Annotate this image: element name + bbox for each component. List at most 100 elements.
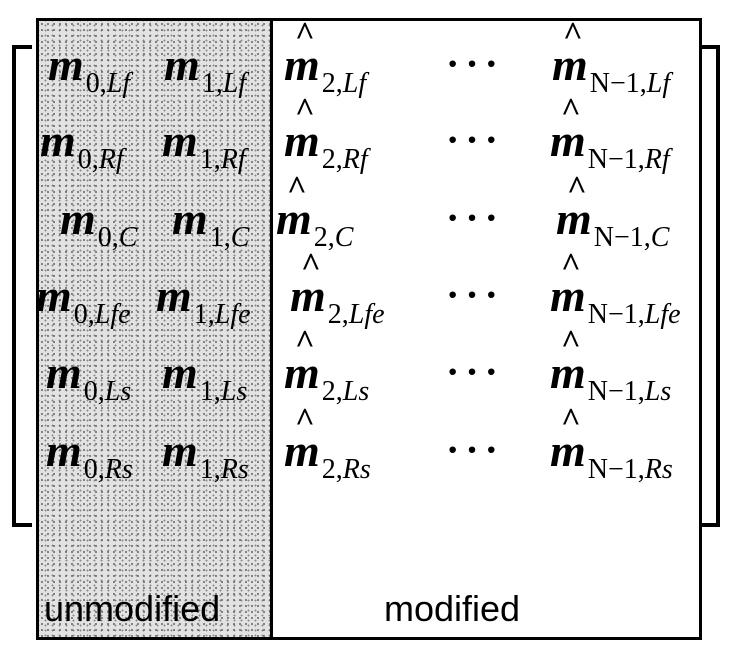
ellipsis-icon: ··· [446,41,505,86]
subscript-channel: Ls [342,376,370,407]
entry-symbol: m [162,425,198,476]
matrix-entry-c2-lfe: m^2,Lfe [290,247,385,329]
entry-subscript: 0,Rs [84,454,133,485]
subscript-index: 1, [193,299,215,330]
entry-symbol: m [156,270,192,321]
entry-symbol: m [162,115,198,166]
subscript-index: N−1, [587,144,645,175]
matrix-entry-cN-ls: m^N−1,Ls [550,324,671,406]
entry-symbol: m [162,347,198,398]
entry-symbol: m^ [550,92,586,166]
subscript-channel: Rf [342,144,368,175]
subscript-channel: Lf [222,68,247,99]
matrix-entry-cN-rs: m^N−1,Rs [550,404,673,484]
ellipsis-icon: ··· [446,272,505,317]
matrix-entry-c1-rf: m1,Rf [162,115,246,174]
hat-accent-icon: ^ [560,402,581,439]
subscript-channel: C [230,222,250,253]
subscript-index: 2, [313,222,335,253]
hat-accent-icon: ^ [294,324,315,361]
matrix-entry-c1-lfe: m1,Lfe [156,270,251,329]
left-matrix-bracket [12,45,32,527]
entry-subscript: 1,Rs [200,454,249,485]
entry-subscript: N−1,Rf [588,144,670,175]
ellipsis-icon: ··· [446,427,505,472]
hat-accent-icon: ^ [560,324,581,361]
entry-subscript: 2,Rf [322,144,368,175]
subscript-channel: Rf [220,144,246,175]
hat-accent-icon: ^ [560,247,581,284]
entry-subscript: 0,Ls [84,376,131,407]
entry-symbol: m^ [276,170,312,244]
entry-symbol: m^ [284,92,320,166]
hat-accent-icon: ^ [286,170,307,207]
subscript-index: 1, [199,144,221,175]
entry-subscript: 1,Lf [202,68,246,99]
entry-symbol: m [172,193,208,244]
entry-symbol: m [46,425,82,476]
entry-symbol: m [60,193,96,244]
subscript-channel: Lfe [644,299,681,330]
matrix-entry-c2-lf: m^2,Lf [284,16,366,98]
entry-symbol: m^ [552,16,588,90]
entry-subscript: N−1,Lfe [588,299,681,330]
entry-subscript: 0,C [98,222,138,253]
subscript-channel: Ls [220,376,248,407]
subscript-channel: Rf [98,144,124,175]
subscript-index: N−1, [587,376,645,407]
subscript-channel: Lf [106,68,131,99]
subscript-channel: Rs [342,454,371,485]
matrix-entry-cN-c: m^N−1,C [556,170,669,252]
subscript-index: N−1, [589,68,647,99]
subscript-index: 2, [327,299,349,330]
entry-symbol: m^ [556,170,592,244]
entry-subscript: N−1,C [594,222,670,253]
entry-symbol: m^ [550,247,586,321]
entry-symbol: m^ [284,402,320,476]
matrix-entry-c2-c: m^2,C [276,170,353,252]
entry-subscript: 0,Lf [86,68,130,99]
subscript-index: N−1, [593,222,651,253]
subscript-channel: Rs [104,454,133,485]
matrix-entry-cN-lf: m^N−1,Lf [552,16,670,98]
hat-accent-icon: ^ [294,16,315,53]
subscript-index: 1, [209,222,231,253]
subscript-index: 0, [73,299,95,330]
entry-symbol: m [40,115,76,166]
ellipsis-icon: ··· [446,195,505,240]
subscript-index: N−1, [587,299,645,330]
entry-subscript: 1,Lfe [194,299,251,330]
entry-subscript: 2,C [314,222,354,253]
matrix-entry-c0-lfe: m0,Lfe [36,270,131,329]
entry-symbol: m [48,39,84,90]
entry-subscript: 1,Ls [200,376,247,407]
entry-symbol: m [36,270,72,321]
entry-symbol: m^ [290,247,326,321]
subscript-index: 2, [321,454,343,485]
hat-accent-icon: ^ [566,170,587,207]
matrix-entry-c1-c: m1,C [172,193,249,252]
matrix-entry-c2-rf: m^2,Rf [284,92,368,174]
subscript-channel: Lf [342,68,367,99]
entry-subscript: 2,Rs [322,454,371,485]
subscript-channel: Lf [646,68,671,99]
matrix-entry-c2-rs: m^2,Rs [284,402,371,484]
subscript-channel: Lfe [214,299,251,330]
entry-symbol: m^ [284,16,320,90]
right-matrix-bracket [700,45,720,527]
hat-accent-icon: ^ [294,402,315,439]
matrix-entry-c2-ls: m^2,Ls [284,324,369,406]
entry-subscript: 2,Lf [322,68,366,99]
subscript-index: 0, [85,68,107,99]
subscript-index: 2, [321,144,343,175]
matrix-entry-c1-lf: m1,Lf [164,42,246,98]
entry-subscript: 1,C [210,222,250,253]
subscript-index: 0, [83,376,105,407]
subscript-index: 2, [321,376,343,407]
subscript-index: 0, [83,454,105,485]
entry-symbol: m [46,347,82,398]
entry-symbol: m^ [284,324,320,398]
entry-symbol: m^ [550,324,586,398]
entry-subscript: 1,Rf [200,144,246,175]
subscript-channel: Ls [644,376,672,407]
